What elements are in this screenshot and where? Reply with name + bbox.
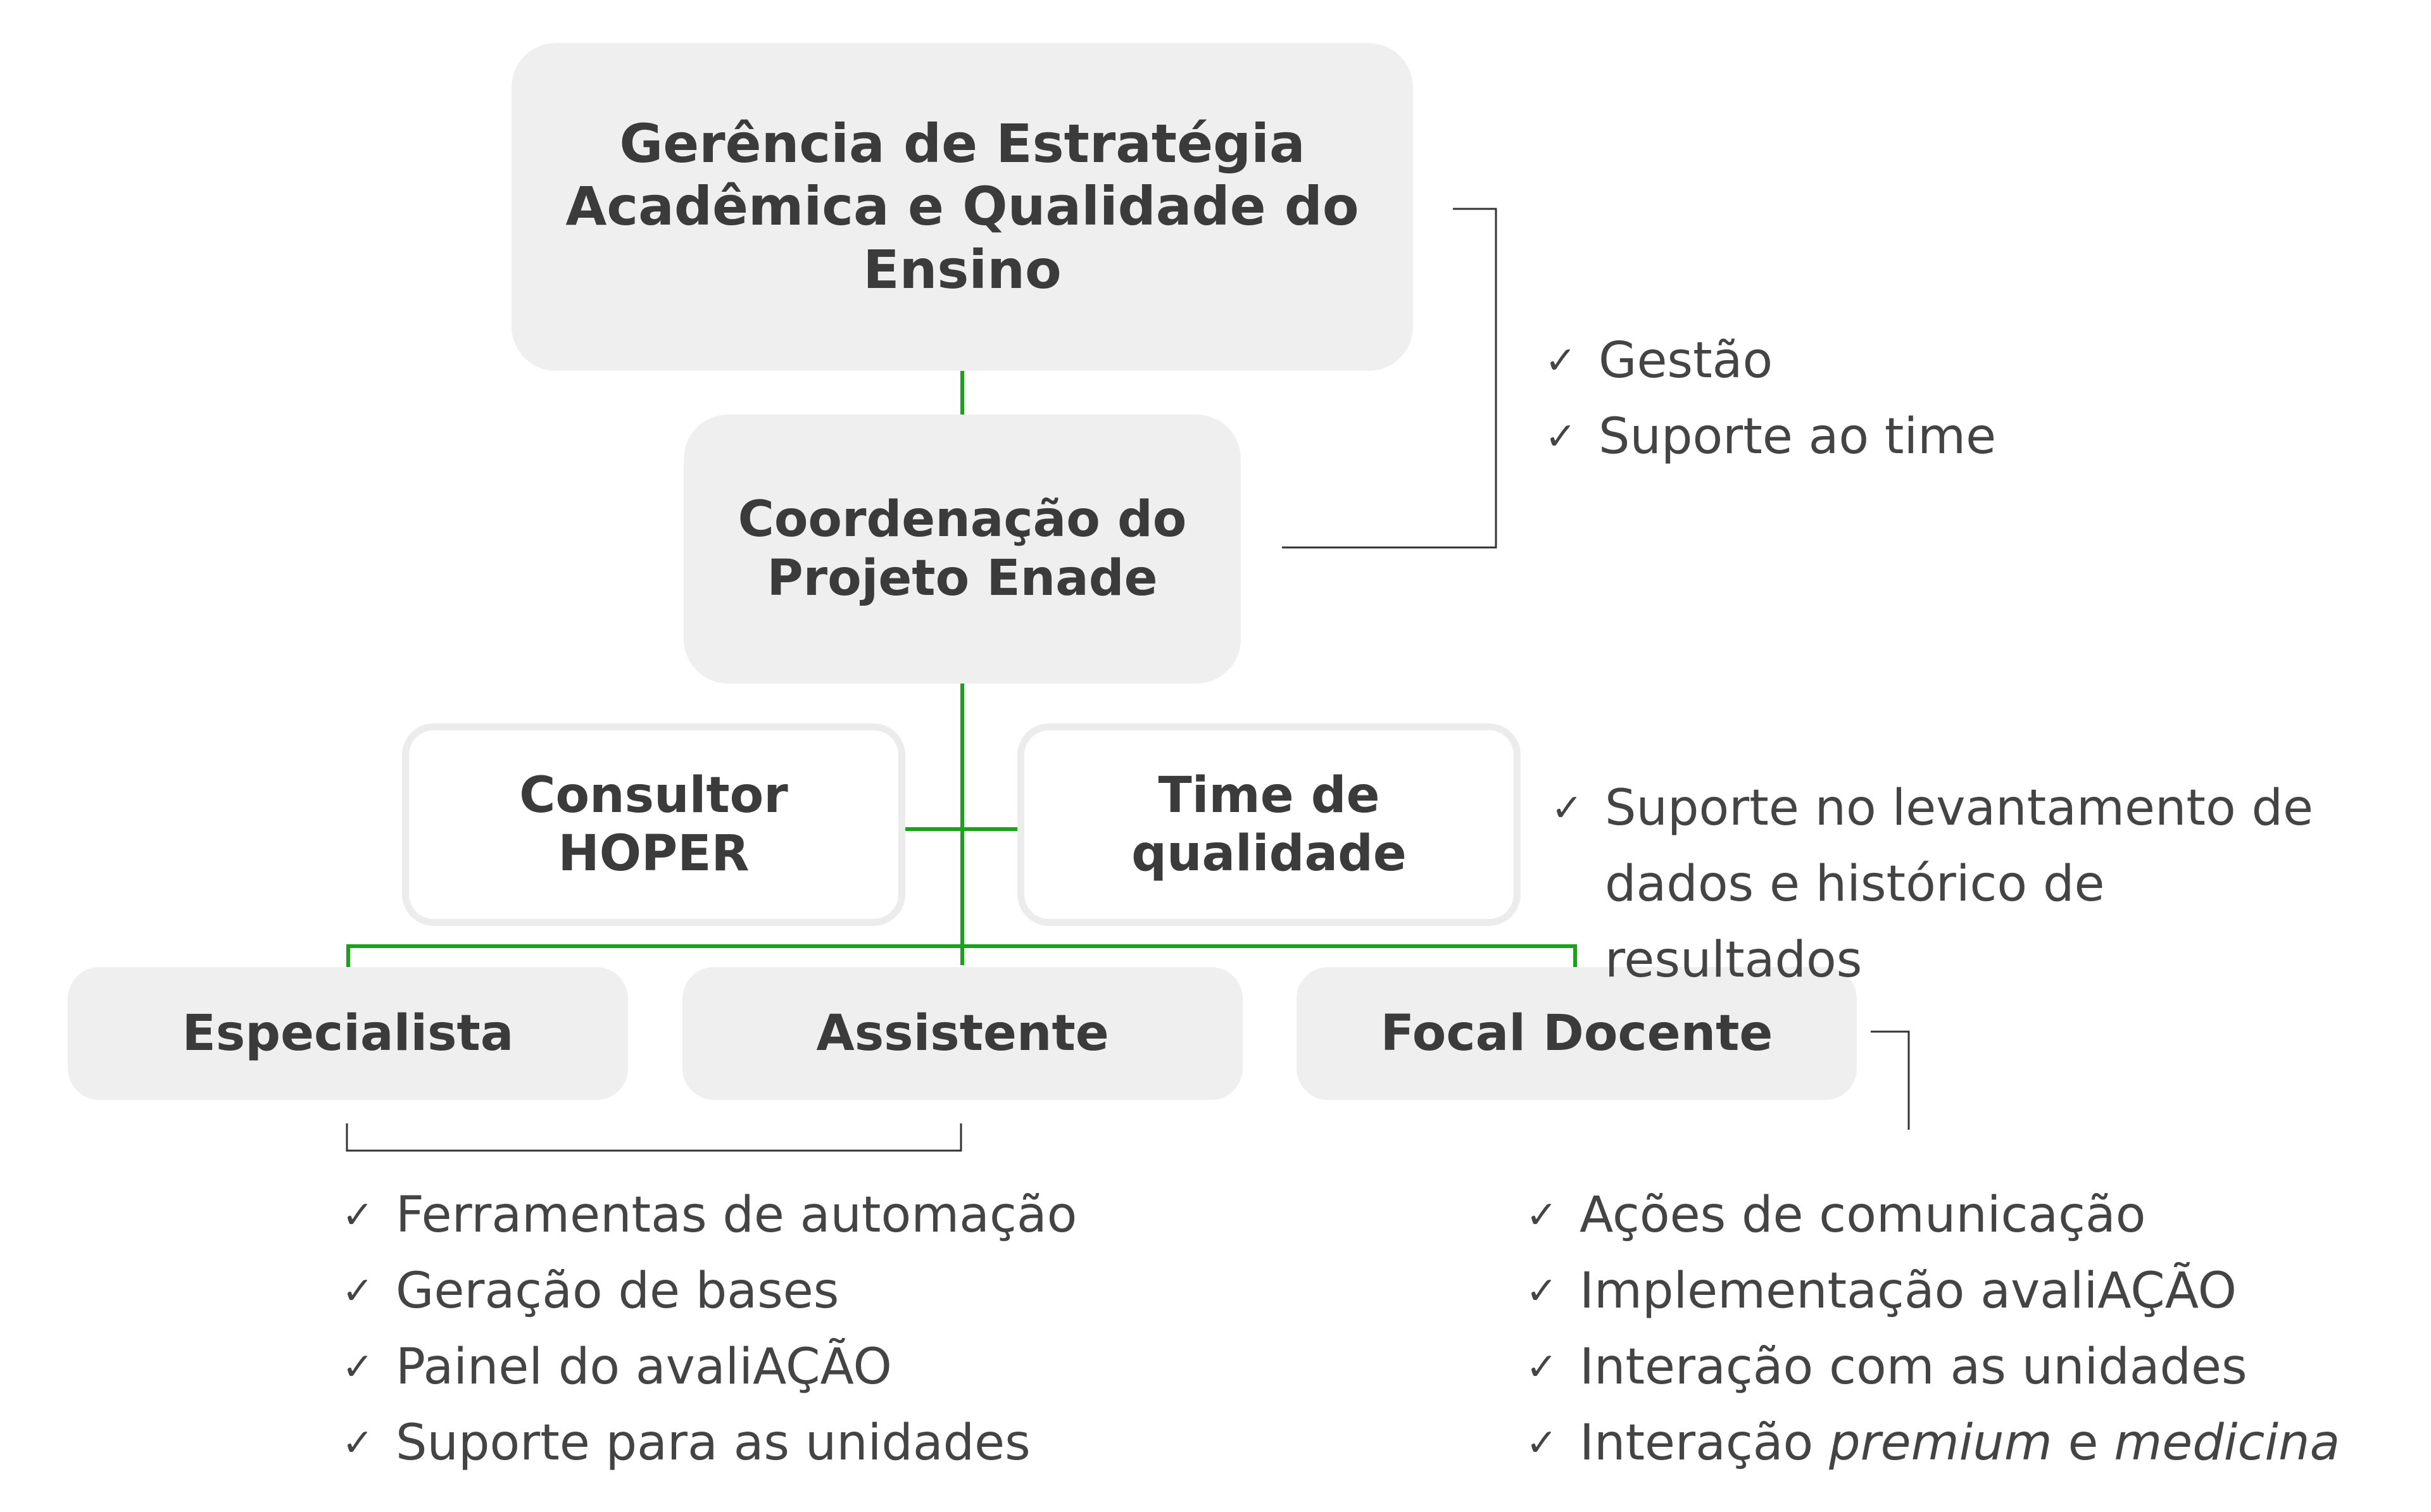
node-assistente-label: Assistente	[816, 1004, 1109, 1062]
list-item-text: Ferramentas de automação	[396, 1187, 1077, 1244]
list-focal-docente: ✓ Ações de comunicação ✓ Implementação a…	[1526, 1177, 2340, 1481]
list-time-qualidade: ✓ Suporte no levantamento de dados e his…	[1551, 770, 2365, 998]
checkmark-icon: ✓	[1545, 339, 1577, 383]
node-focal-docente-label: Focal Docente	[1380, 1004, 1773, 1062]
list-item-text: Painel do avaliAÇÃO	[396, 1339, 892, 1396]
list-item-text: Geração de bases	[396, 1263, 839, 1320]
list-item-text: Gestão	[1599, 332, 1773, 389]
checkmark-icon: ✓	[1526, 1345, 1558, 1389]
list-item: ✓ Suporte no levantamento de dados e his…	[1551, 770, 2365, 998]
list-item: ✓ Ferramentas de automação	[342, 1177, 1077, 1253]
node-focal-docente: Focal Docente	[1297, 967, 1857, 1100]
checkmark-icon: ✓	[1526, 1193, 1558, 1237]
checkmark-icon: ✓	[342, 1193, 374, 1237]
list-item: ✓ Suporte ao time	[1545, 399, 1996, 475]
list-item: ✓ Implementação avaliAÇÃO	[1526, 1253, 2340, 1329]
node-especialista-label: Especialista	[182, 1004, 514, 1062]
checkmark-icon: ✓	[342, 1421, 374, 1465]
bracket-especialista-assistente	[346, 1123, 962, 1152]
node-consultor-label: Consultor HOPER	[519, 766, 788, 882]
checkmark-icon: ✓	[1551, 786, 1583, 830]
node-time-qualidade: Time de qualidade	[1017, 723, 1521, 926]
checkmark-icon: ✓	[342, 1345, 374, 1389]
list-item: ✓ Interação com as unidades	[1526, 1329, 2340, 1405]
list-item: ✓ Geração de bases	[342, 1253, 1077, 1329]
list-item-text-middle: e	[2052, 1415, 2114, 1471]
node-gerencia-label: Gerência de Estratégia Acadêmica e Quali…	[565, 113, 1359, 301]
list-gestao: ✓ Gestão ✓ Suporte ao time	[1545, 323, 1996, 475]
list-item-text: Interação com as unidades	[1580, 1339, 2247, 1396]
list-item: ✓ Suporte para as unidades	[342, 1405, 1077, 1481]
list-item: ✓ Gestão	[1545, 323, 1996, 399]
checkmark-icon: ✓	[1526, 1421, 1558, 1465]
list-item-text-italic-medicina: medicina	[2114, 1415, 2340, 1471]
node-coordenacao: Coordenação do Projeto Enade	[684, 415, 1241, 684]
checkmark-icon: ✓	[342, 1269, 374, 1313]
checkmark-icon: ✓	[1526, 1269, 1558, 1313]
node-consultor: Consultor HOPER	[402, 723, 905, 926]
node-especialista: Especialista	[68, 967, 628, 1100]
list-item: ✓ Ações de comunicação	[1526, 1177, 2340, 1253]
list-item-text: Implementação avaliAÇÃO	[1580, 1263, 2237, 1320]
list-item-text-prefix: Interação	[1580, 1415, 1830, 1471]
list-item-text-italic-premium: premium	[1829, 1415, 2052, 1471]
bracket-focal-docente	[1871, 1030, 1910, 1130]
node-gerencia: Gerência de Estratégia Acadêmica e Quali…	[512, 43, 1413, 371]
list-item-text: Suporte no levantamento de dados e histó…	[1605, 780, 2314, 989]
list-item-text: Ações de comunicação	[1580, 1187, 2146, 1244]
list-item: ✓ Painel do avaliAÇÃO	[342, 1329, 1077, 1405]
list-item-text: Suporte para as unidades	[396, 1415, 1031, 1471]
bracket-gestao	[1282, 208, 1497, 549]
node-time-qualidade-label: Time de qualidade	[1131, 766, 1407, 882]
node-assistente: Assistente	[682, 967, 1243, 1100]
list-item-text: Suporte ao time	[1599, 408, 1997, 465]
checkmark-icon: ✓	[1545, 415, 1577, 459]
list-item: ✓ Interação premium e medicina	[1526, 1405, 2340, 1481]
list-especialista-assistente: ✓ Ferramentas de automação ✓ Geração de …	[342, 1177, 1077, 1481]
node-coordenacao-label: Coordenação do Projeto Enade	[738, 491, 1187, 607]
